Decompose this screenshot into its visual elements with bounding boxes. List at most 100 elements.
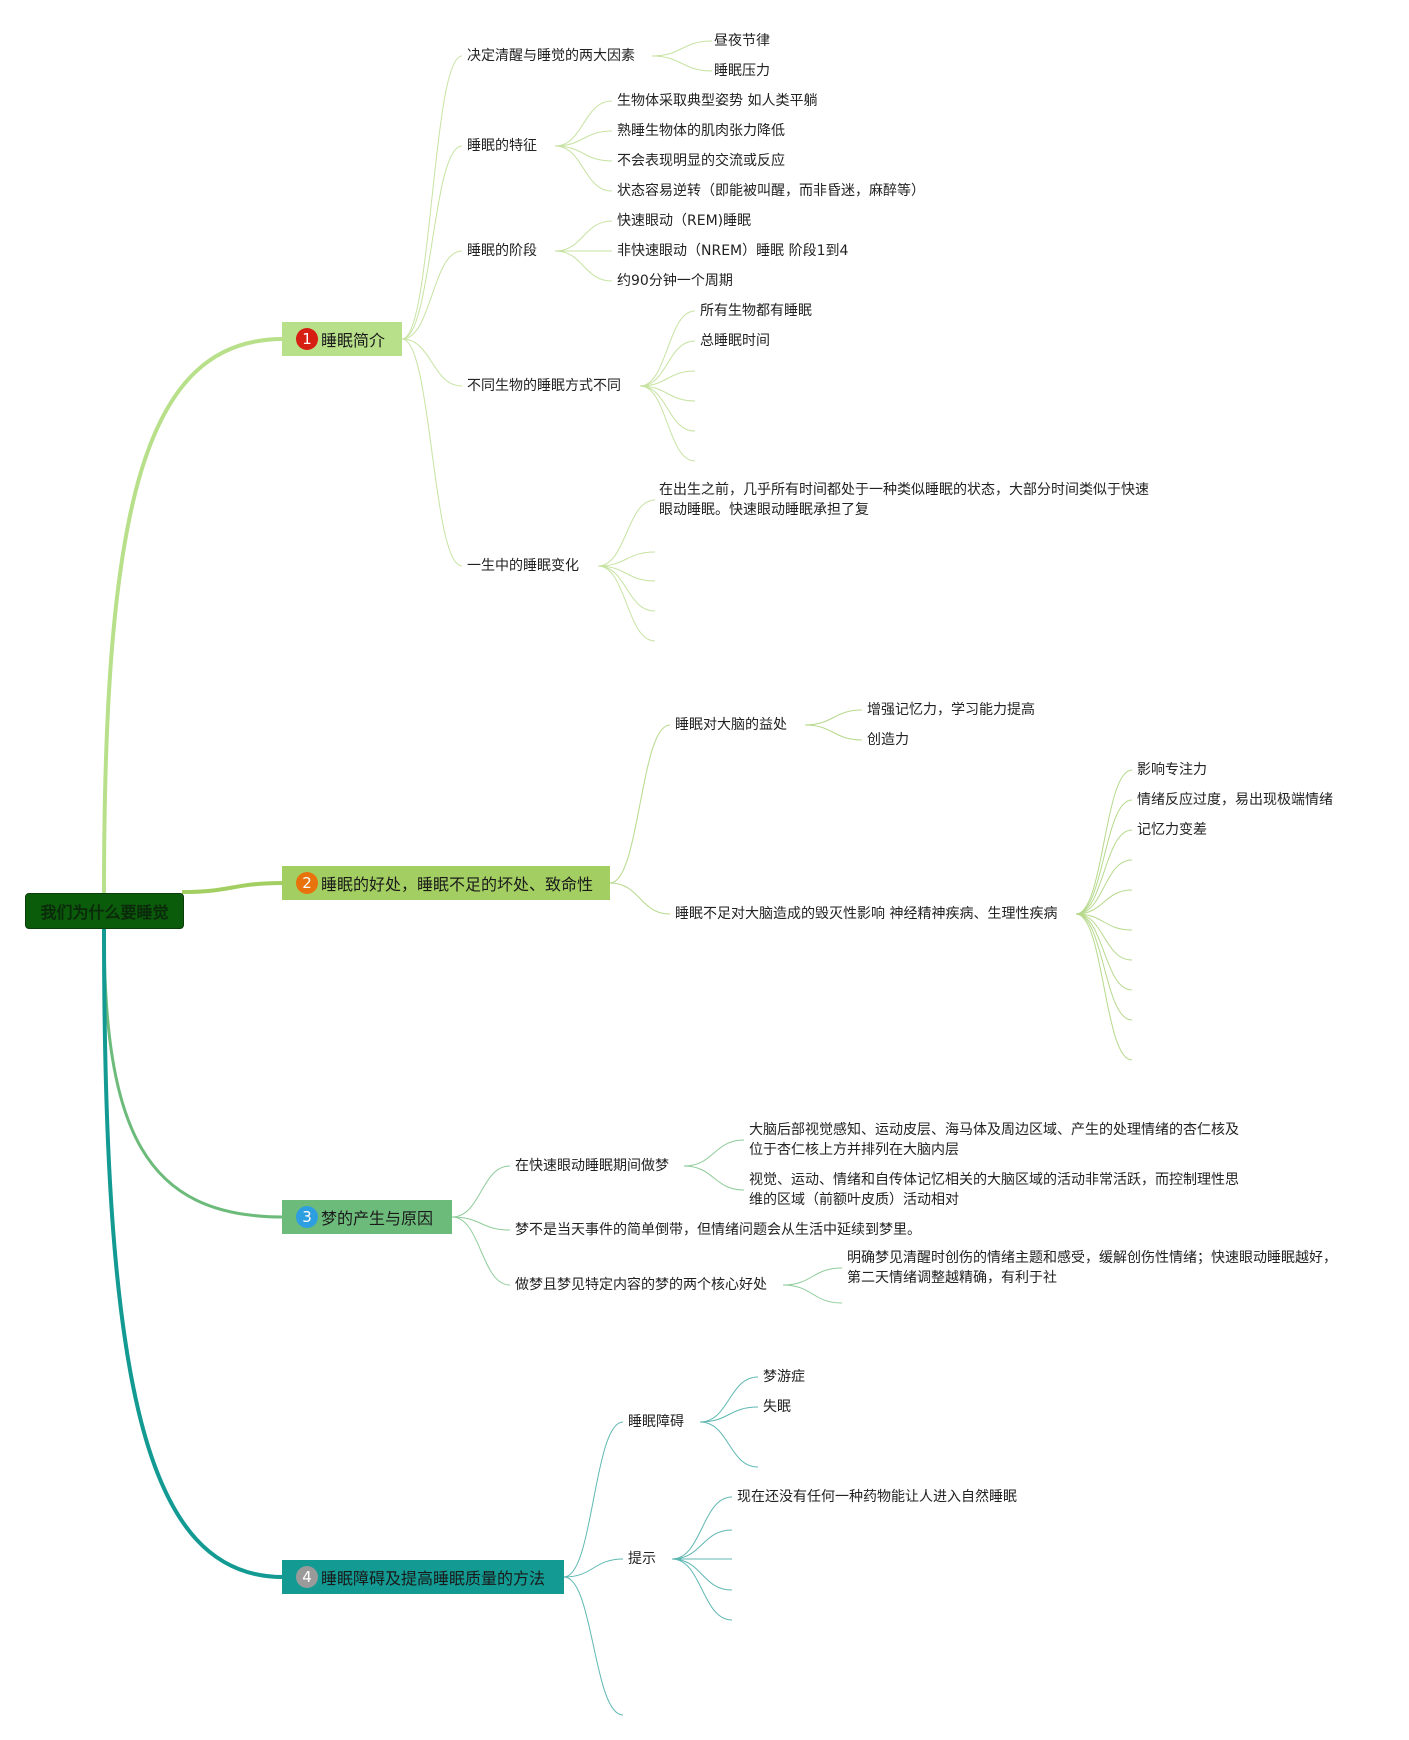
- connector-line: [1075, 889, 1133, 915]
- connector-line: [639, 385, 696, 462]
- connector-line: [597, 565, 656, 612]
- connector-line: [401, 145, 463, 340]
- connector-line: [1075, 913, 1133, 1061]
- connector-line: [699, 1421, 759, 1468]
- connector-line: [1075, 859, 1133, 915]
- connector-line: [651, 40, 713, 57]
- subtopic-node[interactable]: 大脑后部视觉感知、运动皮层、海马体及周边区域、产生的处理情绪的杏仁核及位于杏仁核…: [749, 1122, 1239, 1158]
- connector-line: [597, 551, 656, 567]
- connector-line: [639, 370, 696, 387]
- branch-2-node[interactable]: 2 睡眠的好处，睡眠不足的坏处、致命性: [282, 866, 610, 900]
- subtopic-node[interactable]: 熟睡生物体的肌肉张力降低: [617, 123, 785, 139]
- connector-line: [609, 724, 671, 884]
- connector-line: [651, 55, 713, 72]
- connector-line: [609, 882, 671, 915]
- connector-line: [1075, 913, 1133, 931]
- subtopic-node[interactable]: 明确梦见清醒时创伤的情绪主题和感受，缓解创伤性情绪；快速眼动睡眠越好，第二天情绪…: [847, 1250, 1337, 1286]
- topic-node[interactable]: 睡眠的特征: [467, 138, 537, 154]
- branch-4-node[interactable]: 4 睡眠障碍及提高睡眠质量的方法: [282, 1560, 564, 1594]
- connector-line: [554, 100, 613, 147]
- root-node[interactable]: 我们为什么要睡觉: [25, 893, 184, 929]
- connector-line: [804, 709, 863, 726]
- branch-1-node[interactable]: 1 睡眠简介: [282, 322, 402, 356]
- branch-1-label: 睡眠简介: [321, 331, 386, 350]
- connector-line: [554, 145, 613, 162]
- connector-line: [563, 1421, 624, 1578]
- subtopic-node[interactable]: 梦游症: [763, 1369, 805, 1385]
- subtopic-node[interactable]: 约90分钟一个周期: [617, 273, 733, 289]
- subtopic-node[interactable]: 所有生物都有睡眠: [700, 303, 812, 319]
- topic-node[interactable]: 梦不是当天事件的简单倒带，但情绪问题会从生活中延续到梦里。: [515, 1222, 921, 1238]
- topic-node[interactable]: 睡眠的阶段: [467, 243, 537, 259]
- topic-node[interactable]: 不同生物的睡眠方式不同: [467, 378, 621, 394]
- subtopic-node[interactable]: 昼夜节律: [714, 33, 770, 49]
- connector-line: [671, 1558, 733, 1591]
- subtopic-node[interactable]: 记忆力变差: [1137, 822, 1207, 838]
- topic-node[interactable]: 睡眠对大脑的益处: [675, 717, 787, 733]
- connector-line: [597, 499, 656, 567]
- connector-line: [401, 338, 463, 387]
- subtopic-node[interactable]: 快速眼动（REM)睡眠: [617, 213, 752, 229]
- connector-line: [699, 1406, 759, 1423]
- branch-3-node[interactable]: 3 梦的产生与原因: [282, 1200, 452, 1234]
- number-badge-icon: 1: [296, 328, 318, 350]
- connector-line: [639, 385, 696, 402]
- connector-line: [597, 565, 656, 582]
- connector-line: [1075, 769, 1133, 915]
- connector-line: [563, 1558, 624, 1578]
- subtopic-node[interactable]: 不会表现明显的交流或反应: [617, 153, 785, 169]
- connector-line: [782, 1267, 843, 1286]
- branch-4-label: 睡眠障碍及提高睡眠质量的方法: [321, 1569, 546, 1588]
- subtopic-node[interactable]: 非快速眼动（NREM）睡眠 阶段1到4: [617, 243, 849, 259]
- connector-line: [181, 881, 284, 894]
- connector-line: [639, 385, 696, 432]
- connector-line: [451, 1216, 511, 1231]
- subtopic-node[interactable]: 失眠: [763, 1399, 791, 1415]
- topic-node[interactable]: 一生中的睡眠变化: [467, 558, 579, 574]
- connector-line: [1075, 913, 1133, 1021]
- trunk-line: [102, 926, 284, 1579]
- topic-node[interactable]: 在快速眼动睡眠期间做梦: [515, 1158, 669, 1174]
- connector-line: [401, 338, 463, 567]
- topic-node[interactable]: 睡眠不足对大脑造成的毁灭性影响 神经精神疾病、生理性疾病: [675, 906, 1058, 922]
- connector-line: [554, 145, 613, 192]
- connector-line: [451, 1216, 511, 1286]
- number-badge-icon: 3: [296, 1206, 318, 1228]
- connector-line: [804, 724, 863, 741]
- connector-line: [1075, 799, 1133, 915]
- connector-line: [699, 1376, 759, 1423]
- subtopic-node[interactable]: 创造力: [867, 732, 909, 748]
- subtopic-node[interactable]: 现在还没有任何一种药物能让人进入自然睡眠: [737, 1489, 1017, 1505]
- subtopic-node[interactable]: 视觉、运动、情绪和自传体记忆相关的大脑区域的活动非常活跃，而控制理性思维的区域（…: [749, 1172, 1239, 1208]
- topic-node[interactable]: 睡眠障碍: [628, 1414, 684, 1430]
- subtopic-node[interactable]: 生物体采取典型姿势 如人类平躺: [617, 93, 818, 109]
- connector-line: [563, 1576, 624, 1716]
- connector-line: [554, 130, 613, 147]
- connector-line: [782, 1284, 843, 1304]
- number-badge-icon: 2: [296, 872, 318, 894]
- number-badge-icon: 4: [296, 1566, 318, 1588]
- subtopic-node[interactable]: 在出生之前，几乎所有时间都处于一种类似睡眠的状态，大部分时间类似于快速眼动睡眠。…: [659, 482, 1149, 518]
- subtopic-node[interactable]: 增强记忆力，学习能力提高: [867, 702, 1035, 718]
- connector-line: [671, 1558, 733, 1621]
- subtopic-node[interactable]: 睡眠压力: [714, 63, 770, 79]
- connector-line: [639, 340, 696, 387]
- subtopic-node[interactable]: 影响专注力: [1137, 762, 1207, 778]
- topic-node[interactable]: 决定清醒与睡觉的两大因素: [467, 48, 635, 64]
- branch-2-label: 睡眠的好处，睡眠不足的坏处、致命性: [321, 875, 594, 894]
- connector-line: [597, 565, 656, 642]
- subtopic-node[interactable]: 情绪反应过度，易出现极端情绪: [1137, 792, 1333, 808]
- connector-line: [401, 250, 463, 340]
- subtopic-node[interactable]: 状态容易逆转（即能被叫醒，而非昏迷，麻醉等）: [617, 183, 925, 199]
- connector-line: [639, 310, 696, 387]
- connector-line: [683, 1165, 745, 1191]
- topic-node[interactable]: 提示: [628, 1551, 656, 1567]
- connector-line: [671, 1496, 733, 1560]
- topic-node[interactable]: 做梦且梦见特定内容的梦的两个核心好处: [515, 1277, 767, 1293]
- subtopic-node[interactable]: 总睡眠时间: [700, 333, 770, 349]
- connector-line: [1075, 913, 1133, 991]
- connector-line: [671, 1529, 733, 1560]
- trunk-line: [102, 337, 284, 894]
- connector-line: [554, 250, 613, 282]
